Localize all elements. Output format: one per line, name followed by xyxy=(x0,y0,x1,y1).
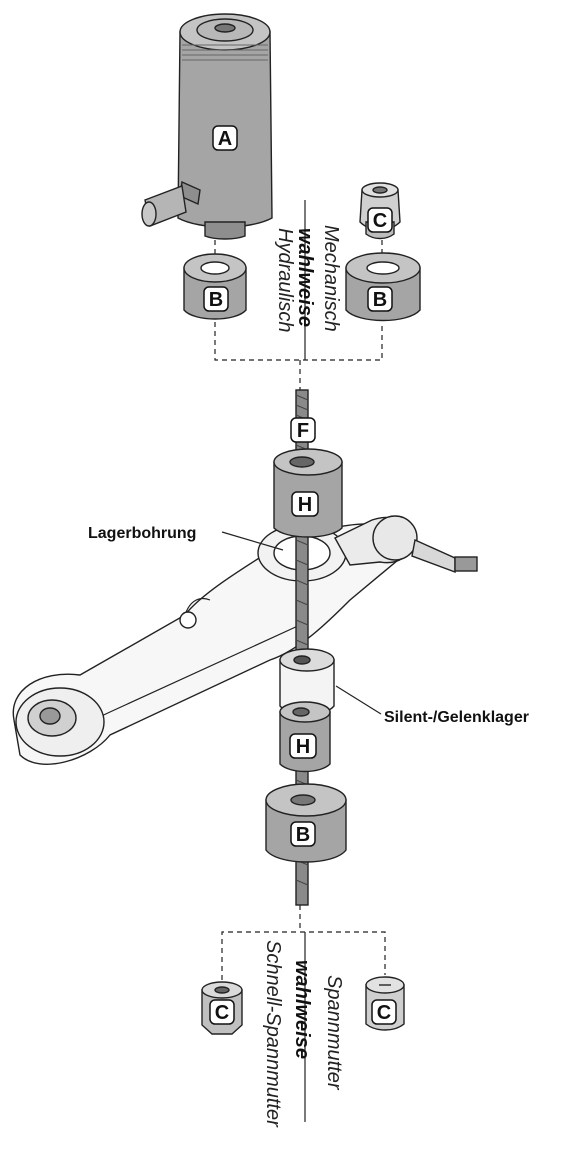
option-optional-top: wahlweise xyxy=(294,228,316,327)
bearing-bore-leader xyxy=(221,531,284,551)
badge-c-bottom-left: C xyxy=(209,999,235,1025)
silent-bearing-label: Silent-/Gelenklager xyxy=(384,709,529,726)
svg-text:H: H xyxy=(296,736,310,758)
option-nut: Spannmutter xyxy=(323,975,345,1091)
svg-text:F: F xyxy=(297,420,309,442)
option-quick-nut: Schnell-Spannmutter xyxy=(262,940,284,1128)
badge-f: F xyxy=(290,417,316,443)
svg-text:B: B xyxy=(373,289,387,311)
svg-text:H: H xyxy=(298,494,312,516)
svg-text:B: B xyxy=(296,824,310,846)
control-arm xyxy=(12,515,478,765)
svg-text:C: C xyxy=(373,210,387,232)
badge-b-top-right: B xyxy=(367,286,393,312)
top-selector-lines xyxy=(214,200,383,390)
badge-c-bottom-right: C xyxy=(371,999,397,1025)
badge-b-top-left: B xyxy=(203,286,229,312)
hydraulic-cylinder xyxy=(141,13,273,240)
svg-text:B: B xyxy=(209,289,223,311)
badge-c-top: C xyxy=(367,207,393,233)
svg-text:A: A xyxy=(218,128,232,150)
option-mechanical: Mechanisch xyxy=(320,225,342,332)
svg-text:C: C xyxy=(377,1002,391,1024)
silent-bearing-leader xyxy=(335,685,382,715)
badge-a: A xyxy=(212,125,238,151)
silent-bearing xyxy=(279,648,335,716)
option-hydraulic: Hydraulisch xyxy=(274,228,296,332)
bottom-selector-lines xyxy=(221,905,386,1122)
badge-h-top: H xyxy=(291,491,319,517)
badge-b-bottom: B xyxy=(290,821,316,847)
option-optional-bottom: wahlweise xyxy=(291,960,313,1059)
bearing-bore-label: Lagerbohrung xyxy=(88,525,196,542)
badge-h-bottom: H xyxy=(289,733,317,759)
pressure-piece-top-right xyxy=(345,252,421,322)
svg-text:C: C xyxy=(215,1002,229,1024)
